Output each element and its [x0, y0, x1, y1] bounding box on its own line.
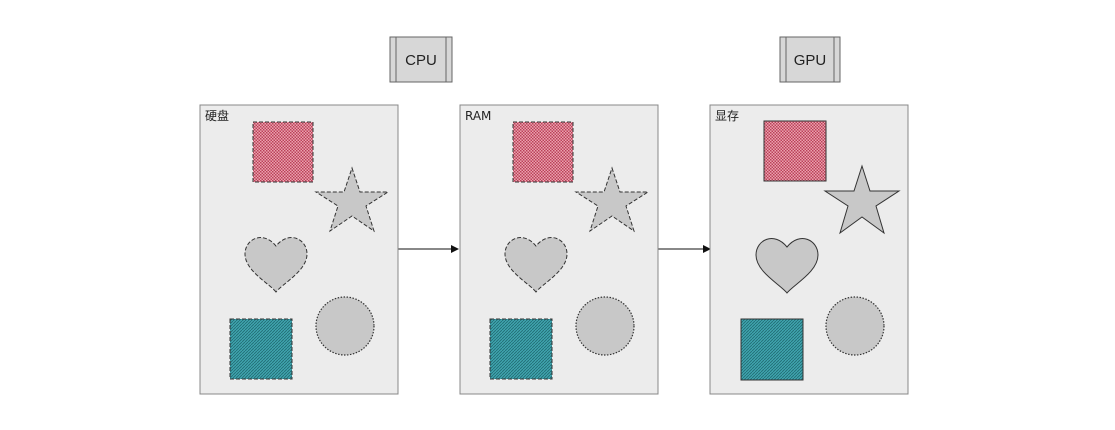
shape-pink-square: [512, 121, 574, 183]
shape-star: [574, 166, 650, 233]
shape-pink-square: [252, 121, 314, 183]
panel-title-disk: 硬盘: [205, 108, 229, 123]
shape-heart: [244, 237, 308, 293]
shape-seal: [575, 296, 635, 356]
shape-pink-square: [763, 120, 827, 182]
panel-ram: RAM: [459, 104, 659, 395]
panel-vram: 显存: [709, 104, 909, 395]
gpu-label: GPU: [794, 52, 827, 69]
shape-teal-square: [489, 318, 553, 380]
shape-star: [823, 164, 901, 235]
shape-teal-square: [740, 318, 804, 381]
panel-title-vram: 显存: [715, 109, 739, 123]
shape-heart: [755, 238, 819, 294]
shape-star: [314, 166, 390, 233]
shape-heart: [504, 237, 568, 293]
shape-seal: [825, 296, 885, 356]
panel-disk: 硬盘: [199, 104, 399, 395]
cpu-chip: CPU: [389, 36, 453, 83]
shape-teal-square: [229, 318, 293, 380]
gpu-chip: GPU: [779, 36, 841, 83]
shape-seal: [315, 296, 375, 356]
panel-title-ram: RAM: [465, 109, 491, 123]
cpu-label: CPU: [405, 52, 437, 69]
